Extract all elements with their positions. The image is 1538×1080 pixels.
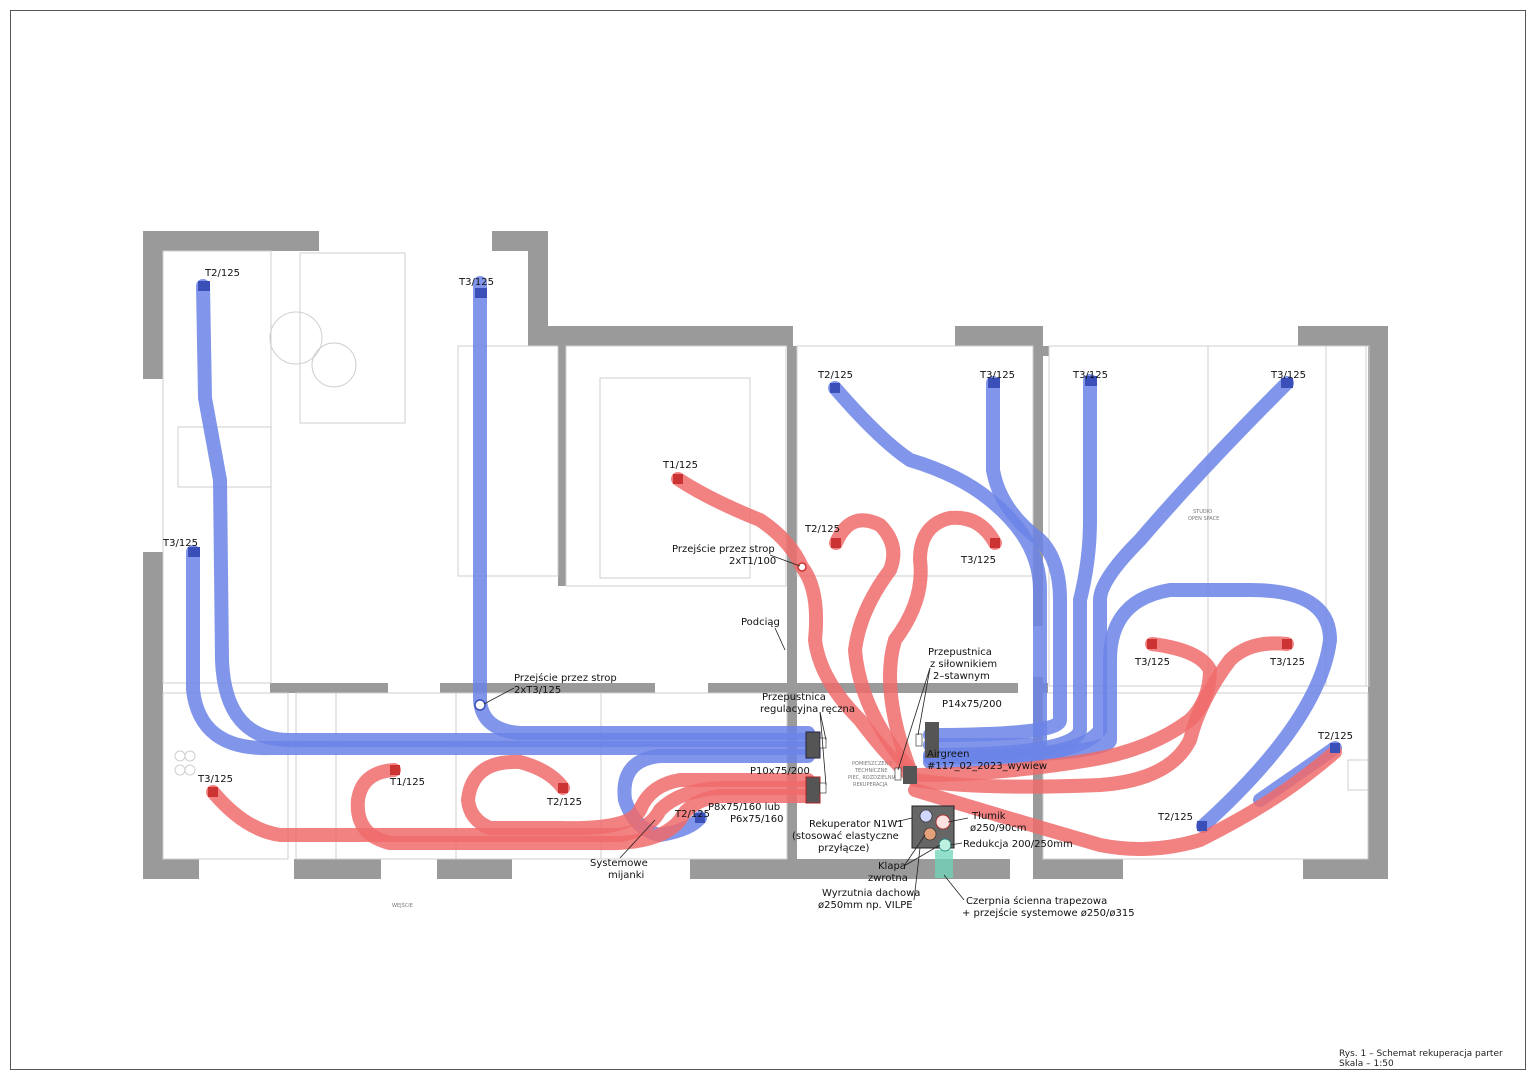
annotation-text: regulacyjna ręczna	[760, 704, 855, 715]
terminal-label: T2/125	[674, 809, 710, 820]
room-labels: STUDIO OPEN SPACE POMIESZCZENIE TECHNICZ…	[392, 509, 1219, 909]
terminal-label: T3/125	[458, 277, 494, 288]
annotation-text: Czerpnia ścienna trapezowa	[966, 895, 1107, 907]
annotation-text: 2xT1/100	[729, 556, 776, 567]
room-studio-label: STUDIO	[1193, 509, 1212, 515]
annotation-text: Rekuperator N1W1	[809, 819, 904, 830]
room-tech-label-3: PIEC, ROZDZIELNIA	[848, 775, 897, 781]
annotation-text: Przepustnica	[762, 692, 826, 703]
annotation-text: P14x75/200	[942, 699, 1002, 710]
fresh-air-duct	[935, 850, 953, 878]
terminal-label: T2/125	[804, 524, 840, 535]
annotation-text: Klapa	[878, 861, 906, 872]
entrance-label: WEJŚCIE	[392, 902, 413, 909]
annotation-text: Systemowe	[590, 858, 648, 869]
annotation-text: Tłumik	[971, 811, 1006, 822]
annotation-text: Podciąg	[741, 617, 780, 628]
caption-title: Rys. 1 – Schemat rekuperacja parter	[1339, 1049, 1503, 1059]
terminal-label: T1/125	[389, 777, 425, 788]
terminal-label: T2/125	[204, 268, 240, 279]
terminal-label: T3/125	[979, 370, 1015, 381]
drawing-caption: Rys. 1 – Schemat rekuperacja parter Skal…	[1339, 1049, 1503, 1069]
annotation-text: Wyrzutnia dachowa	[822, 888, 920, 899]
annotation-text: ø250mm np. VILPE	[818, 900, 913, 911]
annotation-text: zwrotna	[868, 873, 908, 884]
annotation-text: (stosować elastyczne	[792, 830, 899, 842]
terminal-label: T1/125	[662, 460, 698, 471]
annotation-text: z siłownikiem	[930, 659, 997, 670]
annotation-text: P6x75/160	[730, 814, 784, 825]
annotation-text: + przejście systemowe ø250/ø315	[962, 907, 1135, 919]
annotation-text: 2xT3/125	[514, 685, 561, 696]
annotation-text: Przejście przez strop	[672, 543, 775, 555]
terminal-markers	[188, 281, 1340, 831]
annotation-text: Redukcja 200/250mm	[963, 839, 1073, 850]
room-tech-label-2: TECHNICZNE	[854, 768, 888, 774]
annotation-text: przyłącze)	[818, 843, 869, 854]
caption-scale: Skala – 1:50	[1339, 1059, 1394, 1069]
room-studio-label-2: OPEN SPACE	[1188, 516, 1219, 522]
terminal-label: T2/125	[817, 370, 853, 381]
terminal-label: T3/125	[162, 538, 198, 549]
annotation-text: #117_02_2023_wywiew	[927, 761, 1047, 772]
annotation-text: Przepustnica	[928, 647, 992, 658]
drawing-frame	[10, 10, 1526, 1070]
terminal-label: T3/125	[1134, 657, 1170, 668]
terminal-label: T3/125	[1270, 370, 1306, 381]
terminal-label: T2/125	[1157, 812, 1193, 823]
devices	[805, 722, 955, 852]
annotation-text: P10x75/200	[750, 766, 810, 777]
terminal-label: T3/125	[1072, 370, 1108, 381]
terminal-label: T3/125	[960, 555, 996, 566]
terminal-label: T3/125	[197, 774, 233, 785]
damper-box-extract	[805, 731, 821, 759]
room-tech-label: POMIESZCZENIE	[852, 761, 893, 767]
damper-box-supply	[805, 776, 821, 804]
annotation-text: Przejście przez strop	[514, 672, 617, 684]
plenum-airgreen	[903, 766, 917, 784]
plenum-p14	[925, 722, 939, 758]
annotations: Przejście przez strop 2xT1/100 Przejście…	[483, 543, 1135, 919]
walls	[143, 231, 1388, 879]
terminal-label: T2/125	[1317, 731, 1353, 742]
annotation-text: P8x75/160 lub	[708, 802, 780, 813]
supply-ducts	[206, 472, 1342, 856]
annotation-text: Airgreen	[927, 749, 969, 760]
terminal-labels: T2/125 T3/125 T3/125 T1/125 T2/125 T3/12…	[162, 268, 1353, 823]
terminal-label: T2/125	[546, 797, 582, 808]
annotation-text: 2–stawnym	[933, 671, 990, 682]
terminal-label: T3/125	[1269, 657, 1305, 668]
annotation-text: ø250/90cm	[970, 823, 1027, 834]
room-tech-label-4: REKUPERACJA	[853, 782, 888, 788]
annotation-text: mijanki	[608, 870, 644, 881]
